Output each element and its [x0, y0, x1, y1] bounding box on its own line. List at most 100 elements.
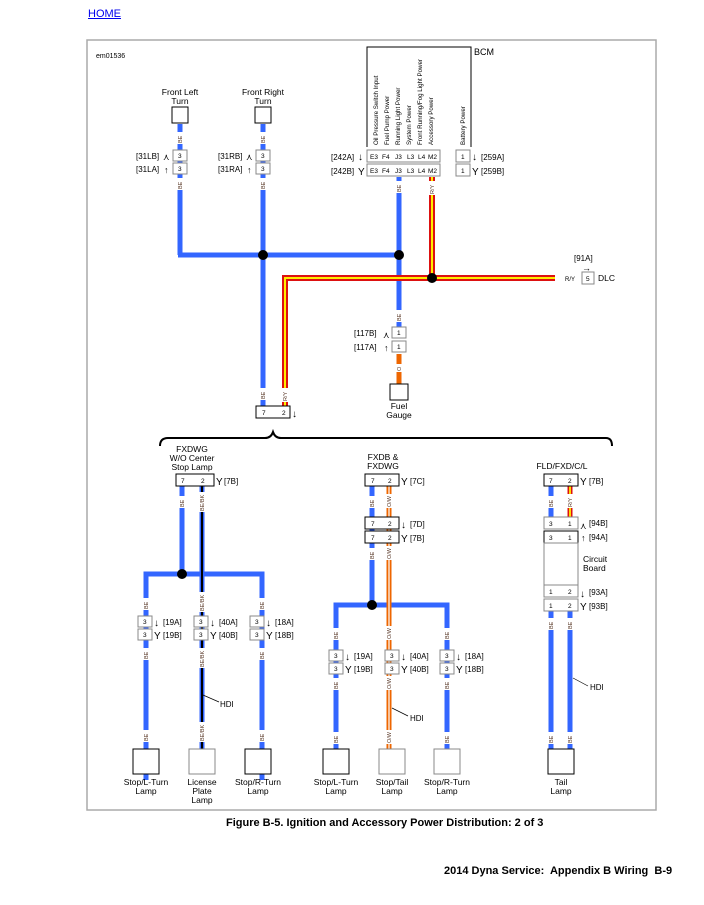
wire-code: BE/BK [200, 594, 206, 611]
connector-label: [93A] [589, 588, 608, 597]
connector-31ra [255, 162, 271, 175]
gauge-box [389, 383, 409, 401]
wire-code: BE [397, 184, 403, 192]
wire-code: BE [445, 681, 451, 689]
connector-7b [543, 473, 579, 487]
wire-code: BE [260, 651, 266, 659]
variant-title: FLD/FXD/C/L [536, 461, 587, 471]
lamp-label: Stop/L-Turn [314, 777, 359, 787]
pin-id: M2 [428, 168, 437, 175]
fuel-gauge: 1 1 [117B] [117A] ⋏ ↑ Fuel Gauge [354, 326, 412, 420]
lamp-label: Stop/R-Turn [235, 777, 281, 787]
component-label: Fuel [391, 401, 408, 411]
pin-id: 3 [199, 632, 203, 639]
pin-id: 2 [388, 478, 392, 485]
pin-id: 1 [549, 603, 553, 610]
pin-id: 5 [586, 276, 590, 283]
wire-code: BE/BK [200, 724, 206, 741]
wire-code: BE [261, 391, 267, 399]
lamp-label: Tail [555, 777, 568, 787]
lamp-tail [547, 748, 575, 775]
wire-code: BE [334, 681, 340, 689]
wire-code-labels: BE BE BE BE BE R/Y BE O BE R/Y [176, 132, 436, 402]
female-terminal-icon: ⋏ [163, 152, 170, 162]
pin-id: J3 [395, 154, 402, 161]
pin-id: L4 [418, 154, 426, 161]
connector-label: [31RB] [218, 152, 242, 161]
connector-label: [93B] [589, 602, 608, 611]
lamp-stop-r-turn [433, 748, 461, 775]
connector-7c [364, 473, 400, 487]
male-terminal-icon: ↑ [164, 165, 169, 175]
connector-18b [249, 628, 265, 641]
connector-label: [7C] [410, 477, 425, 486]
bcm-pin-label: Accessory Power [428, 97, 435, 145]
connector-7b [364, 530, 400, 544]
lamp-label: Lamp [247, 786, 269, 796]
male-terminal-icon: Y [358, 167, 365, 178]
female-terminal-icon: ⋏ [580, 521, 587, 531]
lamp-label: Stop/R-Turn [424, 777, 470, 787]
wire-code: O/W [387, 627, 393, 639]
female-terminal-icon: ↓ [292, 409, 297, 420]
pin-id: J3 [395, 168, 402, 175]
connector-259b [455, 163, 471, 177]
wire-code: BE [261, 181, 267, 189]
wire-code: R/Y [430, 185, 436, 195]
pin-id: L3 [407, 168, 415, 175]
connector-label: [91A] [574, 254, 593, 263]
male-terminal-icon: Y [216, 477, 223, 488]
connector-label: [94A] [589, 533, 608, 542]
home-link[interactable]: HOME [88, 8, 121, 20]
wire-code: BE [549, 499, 555, 507]
connector-18b [439, 662, 455, 675]
connector-label: [40A] [219, 618, 238, 627]
dlc-pin-box [581, 271, 595, 285]
female-terminal-icon: ↓ [472, 152, 477, 163]
pin-id: 7 [371, 535, 375, 542]
lamp-label: Lamp [436, 786, 458, 796]
pin-id: 3 [199, 619, 203, 626]
lamp-label: Lamp [325, 786, 347, 796]
connector-label: [7B] [589, 477, 603, 486]
pin-id: 1 [461, 168, 465, 175]
pin-id: 3 [549, 535, 553, 542]
arrow-right-icon: → [582, 263, 591, 273]
connector-label: [117B] [354, 329, 377, 338]
variant-fxdb-fxdwg: FXDB & FXDWG 7 2 7 2 7 2 Y [7C] ↓ [7D] Y… [314, 452, 484, 796]
connector-label: [94B] [589, 519, 608, 528]
hdi-label: HDI [410, 714, 424, 723]
wire-code: O/W [387, 495, 393, 507]
pin-id: 3 [261, 166, 265, 173]
front-right-turn: Front Right Turn 3 3 [31RB] [31RA] ⋏ ↑ [218, 87, 285, 175]
wire-code: R/Y [565, 277, 575, 283]
variant-fld-fxd-c-l: FLD/FXD/C/L 7 2 Y [7B] BE R/Y BE BE BE B… [536, 461, 607, 796]
pin-id: 7 [371, 521, 375, 528]
variant-fxdwg-no-center: FXDWG W/O Center Stop Lamp 7 2 Y [7B] BE… [124, 444, 294, 805]
wire-code: BE [568, 621, 574, 629]
pin-id: 3 [445, 666, 449, 673]
female-terminal-icon: ↓ [456, 652, 461, 663]
hdi-label: HDI [220, 700, 234, 709]
connector-label: [31RA] [218, 165, 242, 174]
wire-code: BE [397, 313, 403, 321]
pin-id: 7 [371, 478, 375, 485]
pin-id: 3 [143, 632, 147, 639]
wire-code: BE [261, 135, 267, 143]
circuit-board [543, 542, 579, 586]
connector-label: [19B] [163, 631, 182, 640]
connector-label: [18A] [465, 652, 484, 661]
connector-label: [19B] [354, 665, 373, 674]
lamp-label: License [187, 777, 217, 787]
female-terminal-icon: ⋏ [246, 152, 253, 162]
wire-code: O/W [387, 547, 393, 559]
lamp-label: Stop/Tail [376, 777, 409, 787]
wire-code: BE [144, 651, 150, 659]
lamp-label: Lamp [381, 786, 403, 796]
component-label: Gauge [386, 410, 412, 420]
connector-40a [193, 615, 209, 628]
connector-93b [543, 598, 579, 612]
connector-117b [391, 326, 407, 339]
wire-code: BE [144, 733, 150, 741]
dlc-connector: R/Y 5 DLC [91A] → [555, 254, 615, 285]
